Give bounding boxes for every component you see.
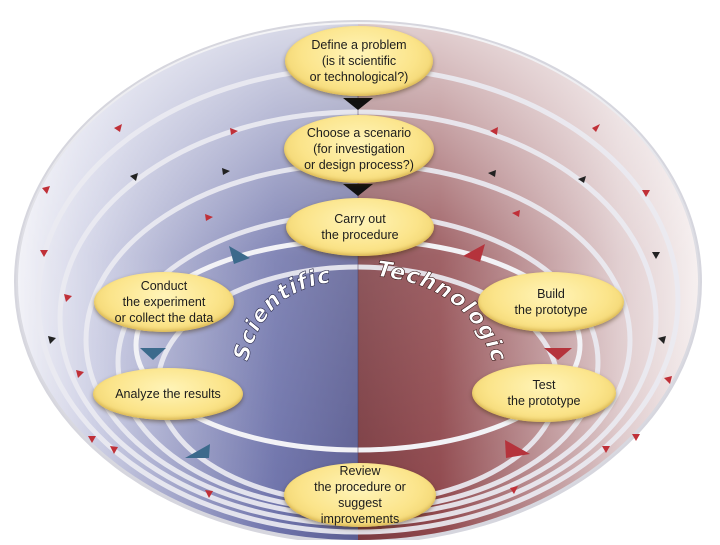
- step-define-problem-label: Define a problem (is it scientific or te…: [309, 38, 409, 84]
- step-build-prototype-label: Build the prototype: [514, 287, 588, 317]
- step-test-prototype: Test the prototype: [472, 364, 616, 422]
- step-conduct-experiment: Conduct the experiment or collect the da…: [94, 272, 234, 332]
- step-review-procedure-label: Review the procedure or suggest improvem…: [314, 464, 406, 526]
- loop-arrow-right-bottom: [505, 440, 530, 458]
- step-carry-out-label: Carry out the procedure: [321, 212, 399, 242]
- loop-arrow-right-up: [463, 244, 485, 262]
- step-analyze-results: Analyze the results: [93, 368, 243, 420]
- step-carry-out: Carry out the procedure: [286, 198, 434, 256]
- step-choose-scenario: Choose a scenario (for investigation or …: [284, 115, 434, 183]
- step-define-problem: Define a problem (is it scientific or te…: [285, 26, 433, 96]
- loop-arrow-right-down: [544, 348, 572, 360]
- step-conduct-experiment-label: Conduct the experiment or collect the da…: [114, 279, 214, 325]
- track-arrowheads: [40, 124, 672, 498]
- down-arrow-2: [343, 184, 373, 196]
- loop-arrow-left-bottom: [185, 444, 210, 458]
- step-analyze-results-label: Analyze the results: [115, 387, 221, 401]
- step-test-prototype-label: Test the prototype: [507, 378, 581, 408]
- loop-arrow-left-down: [140, 348, 166, 360]
- down-arrow-1: [343, 98, 373, 110]
- step-choose-scenario-label: Choose a scenario (for investigation or …: [304, 126, 414, 172]
- loop-arrow-left-up: [229, 246, 250, 264]
- step-build-prototype: Build the prototype: [478, 272, 624, 332]
- step-review-procedure: Review the procedure or suggest improvem…: [284, 463, 436, 527]
